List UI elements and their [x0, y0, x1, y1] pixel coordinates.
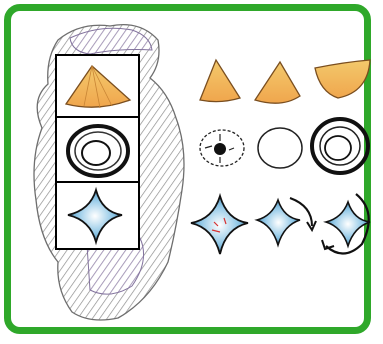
- ring-icon[interactable]: [258, 128, 302, 168]
- star-icon[interactable]: [191, 196, 248, 254]
- star-icon[interactable]: [257, 198, 316, 245]
- cone-icon[interactable]: [200, 60, 240, 102]
- star-icon[interactable]: [322, 194, 370, 254]
- star-variants-row: [191, 194, 370, 254]
- iris-icon[interactable]: [200, 130, 244, 166]
- ring-variants-row: [200, 119, 368, 173]
- cone-variants-row: [200, 60, 370, 103]
- toolbox: [56, 55, 139, 249]
- ring-icon[interactable]: [312, 119, 368, 173]
- cone-icon[interactable]: [315, 60, 370, 98]
- cone-icon[interactable]: [255, 62, 300, 103]
